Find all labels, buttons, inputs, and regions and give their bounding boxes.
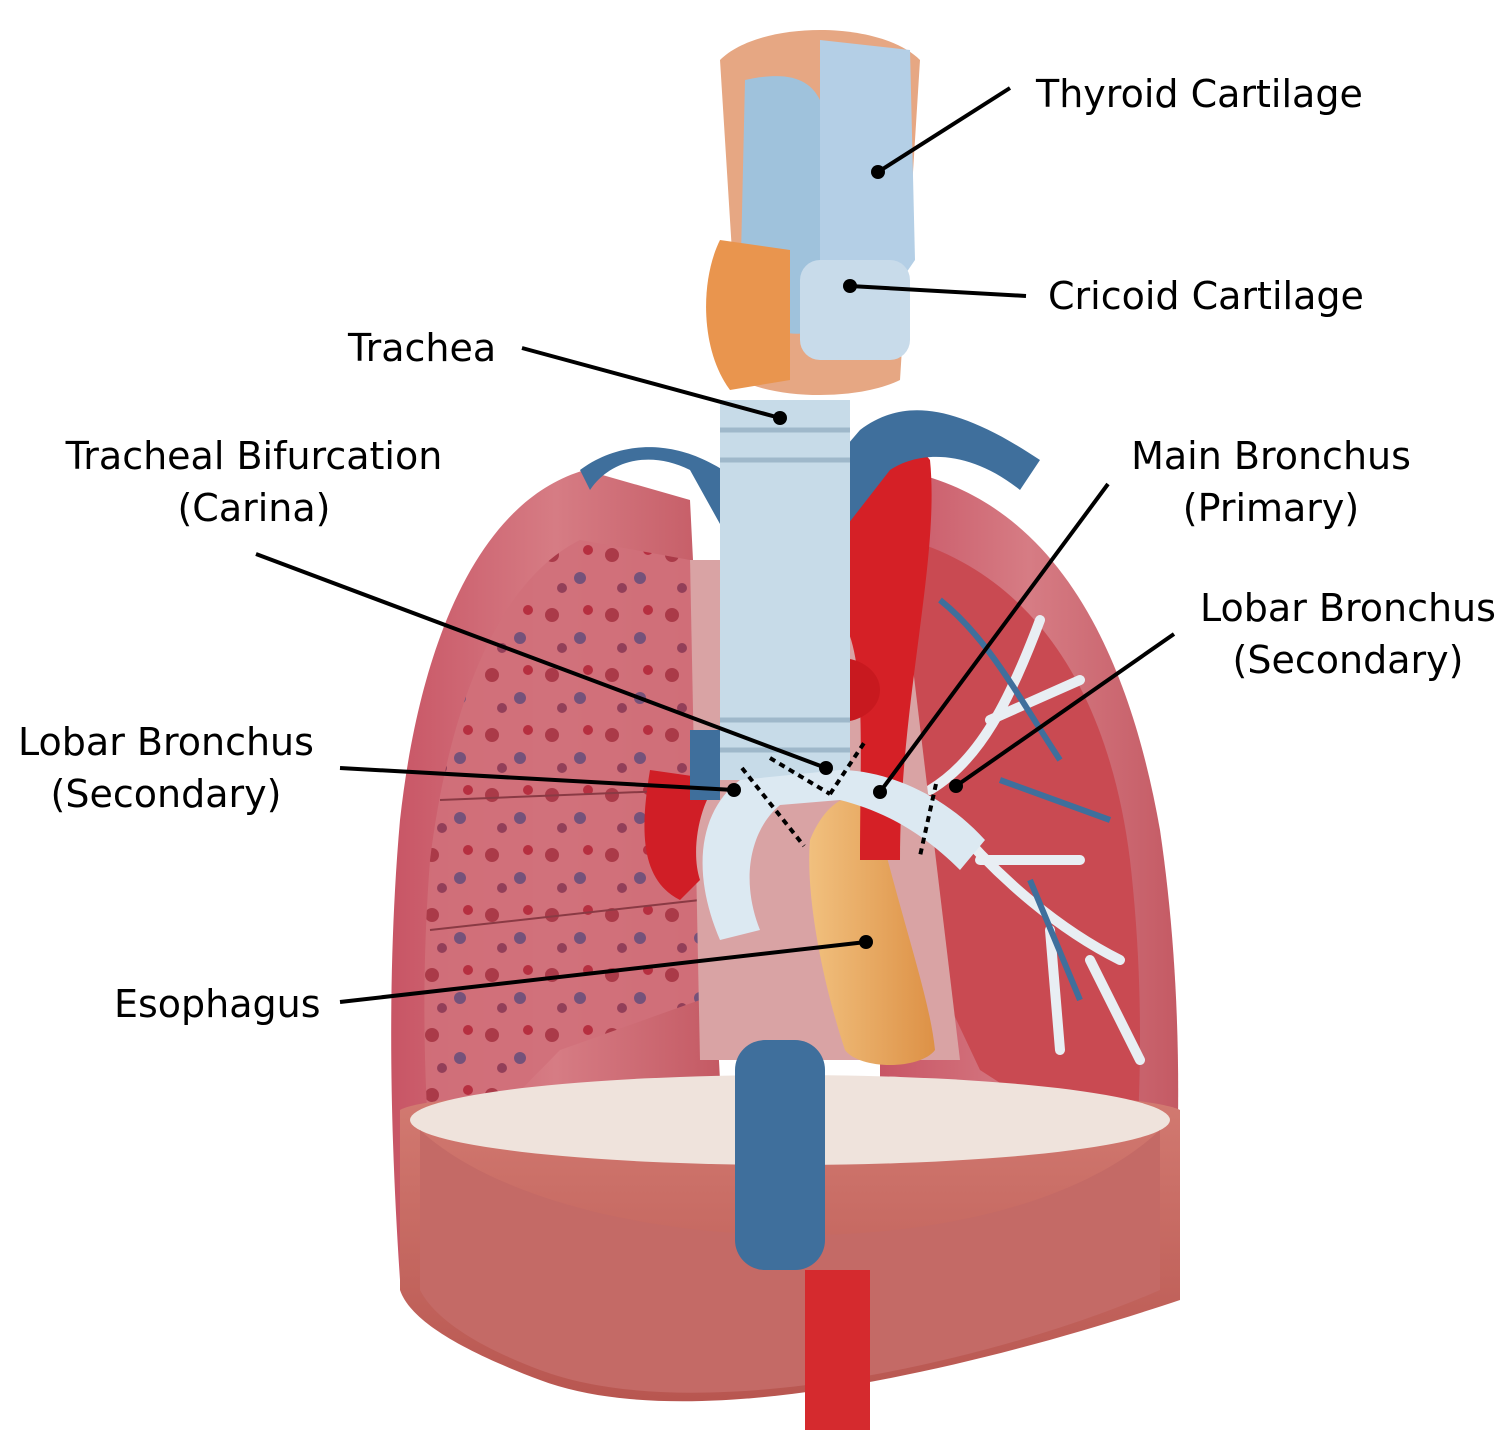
label-cricoid-cartilage: Cricoid Cartilage <box>1048 270 1364 322</box>
label-lobar-bronchus-right: Lobar Bronchus (Secondary) <box>6 716 326 820</box>
label-thyroid-cartilage: Thyroid Cartilage <box>1036 68 1363 120</box>
label-lobar-bronchus-right-line1: Lobar Bronchus <box>6 716 326 768</box>
label-main-bronchus-line2: (Primary) <box>1116 482 1426 534</box>
vena-cava <box>735 1040 825 1270</box>
label-lobar-bronchus-left: Lobar Bronchus (Secondary) <box>1188 582 1508 686</box>
label-lobar-bronchus-left-line2: (Secondary) <box>1188 634 1508 686</box>
label-tracheal-bifurcation: Tracheal Bifurcation (Carina) <box>54 430 454 534</box>
label-main-bronchus-line1: Main Bronchus <box>1116 430 1426 482</box>
label-main-bronchus: Main Bronchus (Primary) <box>1116 430 1426 534</box>
label-lobar-bronchus-left-line1: Lobar Bronchus <box>1188 582 1508 634</box>
cricoid-cartilage <box>800 260 910 360</box>
thyroid-gland <box>706 240 790 390</box>
label-lobar-bronchus-right-line2: (Secondary) <box>6 768 326 820</box>
label-tracheal-bifurcation-line1: Tracheal Bifurcation <box>54 430 454 482</box>
trachea <box>720 400 850 780</box>
label-trachea: Trachea <box>348 322 496 374</box>
label-esophagus: Esophagus <box>114 978 321 1030</box>
label-tracheal-bifurcation-line2: (Carina) <box>54 482 454 534</box>
